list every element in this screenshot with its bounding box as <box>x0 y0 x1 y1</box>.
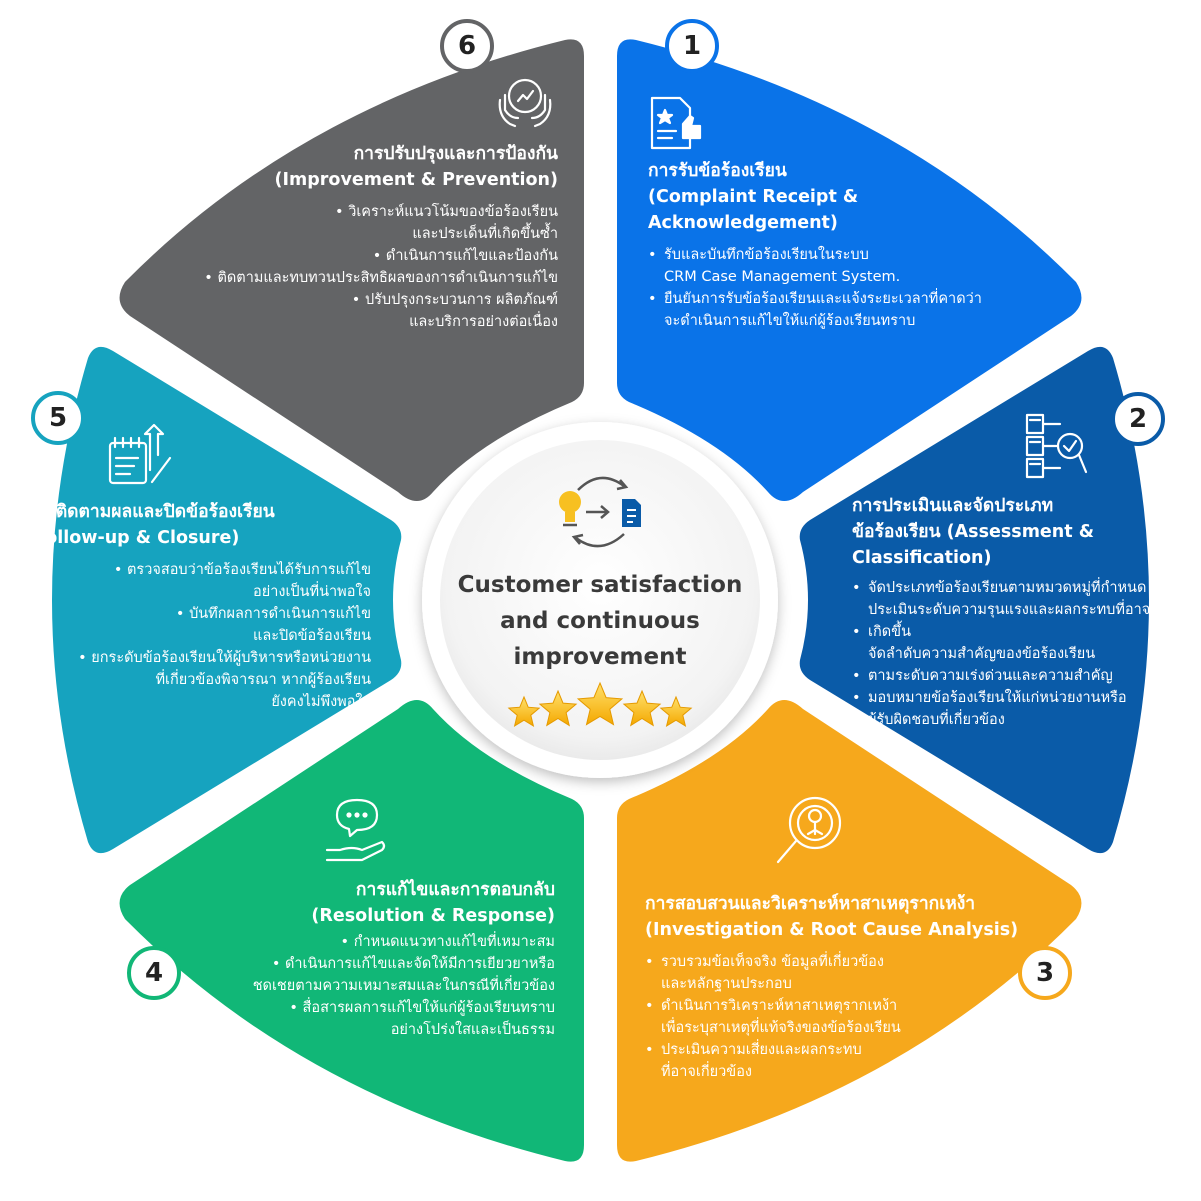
step-6-panel <box>119 39 584 501</box>
list-item: เกิดขึ้น จัดลำดับความสำคัญของข้อร้องเรีย… <box>852 621 1182 665</box>
step-1-number: 1 <box>682 31 702 61</box>
step-4-content: การแก้ไขและการตอบกลับ (Resolution & Resp… <box>170 877 555 1041</box>
list-item: จัดประเภทข้อร้องเรียนตามหมวดหมู่ที่กำหนด… <box>852 577 1182 621</box>
step-5-number-badge <box>31 391 85 445</box>
step-6-title-en: (Improvement & Prevention) <box>274 170 558 190</box>
complaint-document-icon <box>650 96 702 150</box>
list-item: • บันทึกผลการดำเนินการแก้ไขและปิดข้อร้อง… <box>175 606 371 644</box>
list-item: ตามระดับความเร่งด่วนและความสำคัญ <box>852 665 1182 687</box>
list-item: • ดำเนินการแก้ไขและป้องกัน <box>372 248 558 264</box>
root-cause-magnifier-icon <box>776 796 842 864</box>
step-1-number-badge <box>665 19 719 73</box>
list-item: • ติดตามและทบทวนประสิทธิผลของการดำเนินกา… <box>204 270 558 286</box>
step-4-title-th: การแก้ไขและการตอบกลับ <box>355 880 555 900</box>
list-item: ยืนยันการรับข้อร้องเรียนและแจ้งระยะเวลาท… <box>648 288 1028 332</box>
step-6-content: การปรับปรุงและการป้องกัน (Improvement & … <box>150 141 558 333</box>
step-4-title-en: (Resolution & Response) <box>311 906 555 926</box>
list-item: • ยกระดับข้อร้องเรียนให้ผู้บริหารหรือหน่… <box>78 650 371 710</box>
star-icon <box>576 681 624 726</box>
star-icon <box>622 689 662 727</box>
step-5-content: การติดตามผลและปิดข้อร้องเรียน (Follow-up… <box>26 499 371 713</box>
center-circle-inner <box>440 440 760 760</box>
step-6-title-th: การปรับปรุงและการป้องกัน <box>353 144 558 164</box>
step-4-panel <box>119 700 584 1162</box>
step-5-title-th: การติดตามผลและปิดข้อร้องเรียน <box>26 502 275 522</box>
list-item: ดำเนินการวิเคราะห์หาสาเหตุรากเหง้า เพื่อ… <box>645 995 1045 1039</box>
step-6-number-badge <box>440 19 494 73</box>
star-icon <box>538 689 578 727</box>
list-item: รับและบันทึกข้อร้องเรียนในระบบ CRM Case … <box>648 244 1028 288</box>
step-3-title-th: การสอบสวนและวิเคราะห์หาสาเหตุรากเหง้า <box>645 894 976 914</box>
step-3-title-en: (Investigation & Root Cause Analysis) <box>645 920 1019 940</box>
step-1-content: การรับข้อร้องเรียน (Complaint Receipt & … <box>648 158 1028 332</box>
list-item: • วิเคราะห์แนวโน้มของข้อร้องเรียนและประเ… <box>335 204 558 242</box>
step-2-number-badge <box>1111 392 1165 446</box>
idea-to-document-icon <box>559 476 641 548</box>
step-5-bullets: • ตรวจสอบว่าข้อร้องเรียนได้รับการแก้ไขอย… <box>26 559 371 713</box>
step-2-bullets: จัดประเภทข้อร้องเรียนตามหมวดหมู่ที่กำหนด… <box>852 577 1182 731</box>
center-title: Customer satisfaction and continuous imp… <box>457 572 743 670</box>
list-item: รวบรวมข้อเท็จจริง ข้อมูลที่เกี่ยวข้อง แล… <box>645 951 1045 995</box>
step-5-title-en: (Follow-up & Closure) <box>26 528 240 548</box>
step-2-number: 2 <box>1128 404 1148 434</box>
step-1-bullets: รับและบันทึกข้อร้องเรียนในระบบ CRM Case … <box>648 244 1028 332</box>
list-item: • ปรับปรุงกระบวนการ ผลิตภัณฑ์และบริการอย… <box>351 292 558 330</box>
step-3-bullets: รวบรวมข้อเท็จจริง ข้อมูลที่เกี่ยวข้อง แล… <box>645 951 1045 1083</box>
star-icon <box>659 695 693 727</box>
step-1-title-th: การรับข้อร้องเรียน <box>648 161 787 181</box>
list-item: • สื่อสารผลการแก้ไขให้แก่ผู้ร้องเรียนทรา… <box>289 1000 555 1038</box>
list-item: • ตรวจสอบว่าข้อร้องเรียนได้รับการแก้ไขอย… <box>113 562 371 600</box>
list-item: ประเมินความเสี่ยงและผลกระทบ ที่อาจเกี่ยว… <box>645 1039 1045 1083</box>
list-item: • ดำเนินการแก้ไขและจัดให้มีการเยียวยาหรื… <box>252 956 555 994</box>
list-item: มอบหมายข้อร้องเรียนให้แก่หน่วยงานหรือ ผู… <box>852 687 1182 731</box>
step-2-title: การประเมินและจัดประเภท ข้อร้องเรียน (Ass… <box>852 496 1094 568</box>
star-icon <box>507 695 541 727</box>
checklist-arrow-icon <box>108 423 172 485</box>
step-1-title-en: (Complaint Receipt & Acknowledgement) <box>648 187 859 233</box>
step-5-number: 5 <box>48 403 68 433</box>
step-4-number: 4 <box>144 958 164 988</box>
rating-stars <box>507 681 693 727</box>
step-6-bullets: • วิเคราะห์แนวโน้มของข้อร้องเรียนและประเ… <box>150 201 558 333</box>
step-6-number: 6 <box>457 31 477 61</box>
improvement-hands-icon <box>498 78 552 128</box>
step-2-content: การประเมินและจัดประเภท ข้อร้องเรียน (Ass… <box>852 493 1182 731</box>
list-item: • กำหนดแนวทางแก้ไขที่เหมาะสม <box>340 934 555 950</box>
server-magnifier-icon <box>1025 413 1088 479</box>
step-4-number-badge <box>127 946 181 1000</box>
step-5-panel <box>52 346 402 854</box>
step-4-bullets: • กำหนดแนวทางแก้ไขที่เหมาะสม • ดำเนินการ… <box>170 931 555 1041</box>
step-3-content: การสอบสวนและวิเคราะห์หาสาเหตุรากเหง้า (I… <box>645 891 1045 1083</box>
chat-hand-icon <box>325 798 386 862</box>
